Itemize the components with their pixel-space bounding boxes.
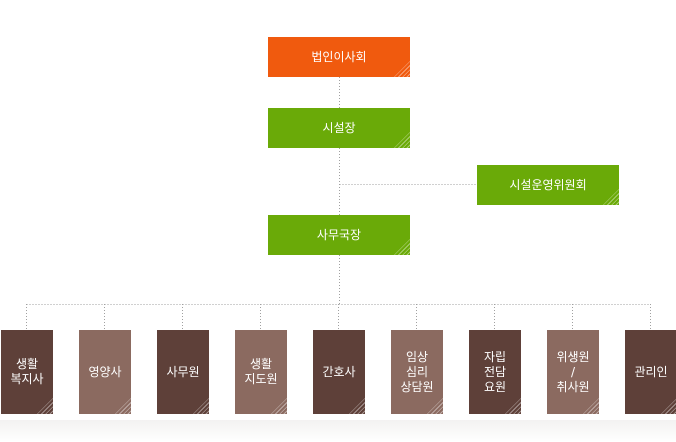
director-node: 시설장 <box>268 108 410 148</box>
corner-hatch <box>661 398 676 414</box>
committee-label: 시설운영위원회 <box>509 177 587 192</box>
corner-hatch <box>427 398 443 414</box>
secretary-label: 사무국장 <box>316 227 362 242</box>
staff-label: 생활 복지사 <box>10 357 44 386</box>
staff-node-1: 영양사 <box>79 330 131 414</box>
staff-node-4: 간호사 <box>313 330 365 414</box>
corner-hatch <box>349 398 365 414</box>
staff-node-5: 임상 심리 상담원 <box>391 330 443 414</box>
staff-label: 간호사 <box>322 364 356 379</box>
corner-hatch <box>394 61 410 77</box>
corner-hatch <box>193 398 209 414</box>
board-node: 법인이사회 <box>268 37 410 77</box>
floor-shadow <box>0 420 676 442</box>
corner-hatch <box>115 398 131 414</box>
staff-node-7: 위생원 / 취사원 <box>547 330 599 414</box>
staff-label: 위생원 / 취사원 <box>556 349 590 394</box>
staff-node-2: 사무원 <box>157 330 209 414</box>
corner-hatch <box>271 398 287 414</box>
staff-node-3: 생활 지도원 <box>235 330 287 414</box>
corner-hatch <box>603 189 619 205</box>
director-label: 시설장 <box>322 120 356 135</box>
staff-label: 임상 심리 상담원 <box>400 349 434 394</box>
staff-node-8: 관리인 <box>625 330 676 414</box>
staff-label: 생활 지도원 <box>244 357 278 386</box>
secretary-node: 사무국장 <box>268 215 410 255</box>
staff-label: 사무원 <box>166 364 200 379</box>
committee-node: 시설운영위원회 <box>477 165 619 205</box>
staff-label: 관리인 <box>634 364 668 379</box>
corner-hatch <box>37 398 53 414</box>
staff-label: 영양사 <box>88 364 122 379</box>
staff-node-6: 자립 전담 요원 <box>469 330 521 414</box>
corner-hatch <box>394 132 410 148</box>
corner-hatch <box>583 398 599 414</box>
board-label: 법인이사회 <box>311 49 367 64</box>
staff-label: 자립 전담 요원 <box>483 349 507 394</box>
corner-hatch <box>505 398 521 414</box>
staff-node-0: 생활 복지사 <box>1 330 53 414</box>
corner-hatch <box>394 239 410 255</box>
